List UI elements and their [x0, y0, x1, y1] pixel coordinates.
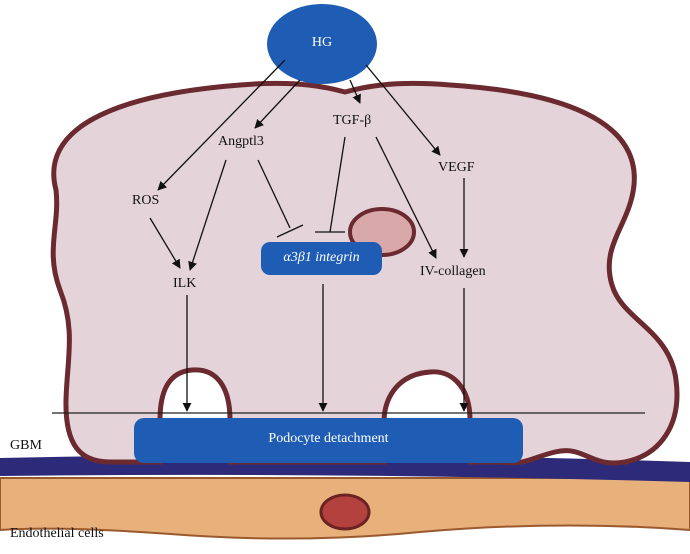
- integrin-node: [261, 242, 382, 275]
- podocyte-detachment-node: [134, 418, 523, 463]
- tgf-beta-label: TGF-β: [333, 113, 372, 128]
- ilk-label: ILK: [173, 276, 197, 291]
- endothelial-nucleus: [319, 493, 371, 531]
- hg-label: HG: [311, 35, 333, 50]
- vegf-label: VEGF: [438, 160, 475, 175]
- inhibit-angptl3-integrin: [257, 159, 291, 229]
- angptl3-label: Angptl3: [218, 134, 264, 149]
- hg-node: [267, 4, 377, 84]
- inhibit-tgf-integrin: [329, 136, 346, 233]
- gbm-label: GBM: [10, 438, 42, 453]
- arrow-hg-tgf: [349, 79, 361, 104]
- inhibitions: [257, 136, 346, 238]
- arrow-hg-ros: [157, 59, 286, 191]
- podocyte-detachment-label: Podocyte detachment: [268, 431, 389, 446]
- arrow-hg-vegf: [365, 64, 441, 156]
- arrow-ros-ilk: [149, 217, 181, 269]
- arrow-angptl3-ilk: [188, 159, 227, 271]
- endothelial-cells-label: Endothelial cells: [10, 526, 104, 541]
- ros-label: ROS: [132, 193, 160, 208]
- arrow-hg-angptl3: [254, 79, 301, 129]
- integrin-label: α3β1 integrin: [283, 250, 360, 265]
- arrow-tgf-ivcollagen: [375, 136, 437, 259]
- inhibit-angptl3-integrin-bar: [276, 224, 304, 238]
- arrows: [149, 59, 469, 412]
- iv-collagen-label: IV-collagen: [420, 264, 486, 279]
